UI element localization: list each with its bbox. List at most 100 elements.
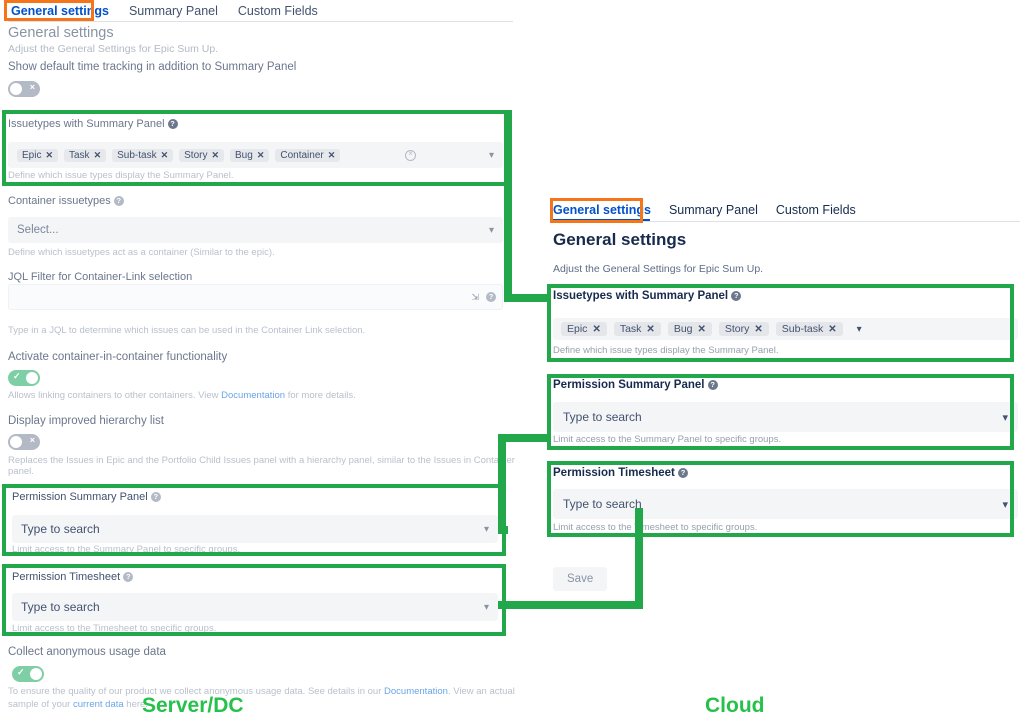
help-icon[interactable]: ? bbox=[731, 291, 742, 301]
highlight-server-general-settings-tab bbox=[4, 0, 94, 21]
tab-summary-panel[interactable]: Summary Panel bbox=[128, 4, 218, 18]
chip[interactable]: Container✕ bbox=[275, 148, 341, 162]
highlight-server-permission-summary bbox=[2, 484, 506, 556]
chevron-down-icon[interactable]: ▾ bbox=[856, 323, 862, 335]
connector-permission-summary-horizontal-a bbox=[498, 434, 550, 442]
permission-timesheet-select[interactable]: Type to search ▾ bbox=[12, 593, 498, 621]
chip[interactable]: Bug✕ bbox=[230, 148, 270, 162]
cloud-permission-timesheet-select[interactable]: Type to search ▾ bbox=[553, 489, 1018, 519]
tab-summary-panel[interactable]: Summary Panel bbox=[668, 203, 758, 217]
chip-remove-icon[interactable]: ✕ bbox=[93, 149, 102, 160]
cloud-permission-summary-select[interactable]: Type to search ▾ bbox=[553, 402, 1018, 432]
chip[interactable]: Sub-task✕ bbox=[775, 322, 843, 336]
tab-general-settings[interactable]: General settings bbox=[11, 4, 109, 18]
jql-filter-label: JQL Filter for Container-Link selection bbox=[8, 271, 193, 283]
permission-summary-label: Permission Summary Panel ? bbox=[12, 491, 161, 503]
server-page-subtitle: Adjust the General Settings for Epic Sum… bbox=[8, 43, 219, 55]
hierarchy-list-toggle[interactable]: × bbox=[8, 434, 40, 450]
caption-server-dc: Server/DC bbox=[142, 694, 244, 717]
help-icon[interactable]: ? bbox=[678, 468, 689, 478]
chevron-down-icon[interactable]: ▾ bbox=[483, 601, 489, 613]
documentation-link[interactable]: Documentation bbox=[221, 390, 286, 401]
permission-timesheet-placeholder: Type to search bbox=[21, 600, 100, 614]
issuetypes-select[interactable]: Epic✕ Task✕ Sub-task✕ Story✕ Bug✕ Contai… bbox=[8, 142, 503, 168]
time-tracking-toggle[interactable]: × bbox=[8, 81, 40, 97]
chip-remove-icon[interactable]: ✕ bbox=[646, 323, 655, 335]
chip[interactable]: Epic ✕ bbox=[561, 322, 607, 336]
chevron-down-icon[interactable]: ▾ bbox=[1002, 498, 1008, 511]
chip-remove-icon[interactable]: ✕ bbox=[592, 323, 601, 335]
tab-custom-fields[interactable]: Custom Fields bbox=[775, 203, 856, 217]
chevron-down-icon[interactable]: ▾ bbox=[483, 523, 489, 535]
cloud-permission-summary-label-text: Permission Summary Panel bbox=[553, 379, 705, 391]
cloud-issuetypes-select[interactable]: Epic ✕ Task✕ Bug✕ Story ✕ Sub-task✕ ▾ bbox=[553, 318, 1018, 340]
cloud-issuetypes-help: Define which issue types display the Sum… bbox=[553, 345, 779, 356]
chip-label: Task bbox=[69, 149, 90, 161]
save-button[interactable]: Save bbox=[553, 567, 608, 591]
help-icon[interactable]: ? bbox=[113, 196, 124, 206]
connector-issuetypes-horizontal bbox=[504, 294, 550, 302]
container-issuetypes-select[interactable]: Select... ▾ bbox=[8, 217, 503, 243]
server-page-title: General settings bbox=[8, 25, 114, 41]
chevron-down-icon[interactable]: ▾ bbox=[488, 224, 494, 236]
chip-label: Epic bbox=[567, 323, 588, 335]
help-icon[interactable]: ? bbox=[123, 572, 134, 582]
help-icon[interactable]: ? bbox=[150, 492, 161, 502]
help-icon[interactable]: ? bbox=[486, 292, 496, 302]
jql-filter-help: Type in a JQL to determine which issues … bbox=[8, 325, 366, 336]
container-in-container-label: Activate container-in-container function… bbox=[8, 351, 228, 363]
container-in-container-toggle[interactable]: ✓ bbox=[8, 370, 40, 386]
chip-label: Sub-task bbox=[117, 149, 157, 161]
container-in-container-help: Allows linking containers to other conta… bbox=[8, 390, 356, 401]
container-issuetypes-help: Define which issuetypes act as a contain… bbox=[8, 247, 275, 258]
chip-remove-icon[interactable]: ✕ bbox=[45, 149, 53, 160]
toggle-knob bbox=[10, 436, 22, 448]
permission-summary-select[interactable]: Type to search ▾ bbox=[12, 515, 498, 543]
help-icon[interactable]: ? bbox=[707, 380, 718, 390]
documentation-link[interactable]: Documentation bbox=[384, 686, 448, 697]
chip-remove-icon[interactable]: ✕ bbox=[754, 323, 763, 335]
chip-label: Story bbox=[724, 323, 750, 335]
chip-label: Bug bbox=[235, 149, 253, 161]
chip[interactable]: Task✕ bbox=[64, 148, 107, 162]
chevron-down-icon[interactable]: ▾ bbox=[488, 149, 494, 161]
jql-filter-input[interactable]: ⇲ ? bbox=[8, 284, 503, 310]
chip-remove-icon[interactable]: ✕ bbox=[828, 323, 837, 335]
help-pre: Allows linking containers to other conta… bbox=[8, 390, 222, 401]
expand-icon[interactable]: ⇲ bbox=[471, 291, 479, 302]
chip-remove-icon[interactable]: ✕ bbox=[160, 149, 169, 160]
server-dc-panel: General settings Summary Panel Custom Fi… bbox=[0, 0, 520, 720]
permission-summary-label-text: Permission Summary Panel bbox=[12, 491, 148, 503]
highlight-cloud-issuetypes bbox=[547, 284, 1014, 362]
highlight-server-issuetypes bbox=[2, 110, 512, 186]
server-tabs-rule bbox=[8, 21, 513, 22]
highlight-cloud-permission-timesheet bbox=[547, 461, 1014, 537]
help-post: for more details. bbox=[285, 390, 356, 401]
current-data-link[interactable]: current data bbox=[72, 699, 124, 710]
container-issuetypes-placeholder: Select... bbox=[17, 224, 59, 236]
cloud-permission-summary-placeholder: Type to search bbox=[563, 410, 642, 424]
clear-icon[interactable] bbox=[405, 149, 417, 161]
tab-custom-fields[interactable]: Custom Fields bbox=[237, 4, 318, 18]
chip[interactable]: Sub-task✕ bbox=[112, 148, 174, 162]
chip-remove-icon[interactable]: ✕ bbox=[211, 149, 220, 160]
chip-remove-icon[interactable]: ✕ bbox=[256, 149, 265, 160]
usage-data-toggle[interactable]: ✓ bbox=[12, 666, 44, 682]
time-tracking-label: Show default time tracking in addition t… bbox=[8, 61, 297, 73]
chip-remove-icon[interactable]: ✕ bbox=[327, 149, 336, 160]
chip-label: Container bbox=[280, 149, 324, 161]
tab-general-settings[interactable]: General settings bbox=[553, 203, 651, 217]
cross-icon: × bbox=[29, 82, 35, 92]
usage-help-part-2: . View an actual sample of your bbox=[8, 686, 515, 710]
chip-remove-icon[interactable]: ✕ bbox=[697, 323, 706, 335]
chip[interactable]: Task✕ bbox=[613, 322, 661, 336]
chip[interactable]: Epic✕ bbox=[17, 148, 58, 162]
chevron-down-icon[interactable]: ▾ bbox=[1002, 411, 1008, 424]
permission-timesheet-label: Permission Timesheet ? bbox=[12, 571, 134, 583]
chip[interactable]: Story✕ bbox=[179, 148, 225, 162]
help-icon[interactable]: ? bbox=[167, 119, 178, 129]
chip[interactable]: Story ✕ bbox=[718, 322, 769, 336]
container-issuetypes-label: Container issuetypes ? bbox=[8, 195, 124, 207]
chip[interactable]: Bug✕ bbox=[667, 322, 712, 336]
cloud-permission-timesheet-placeholder: Type to search bbox=[563, 497, 642, 511]
